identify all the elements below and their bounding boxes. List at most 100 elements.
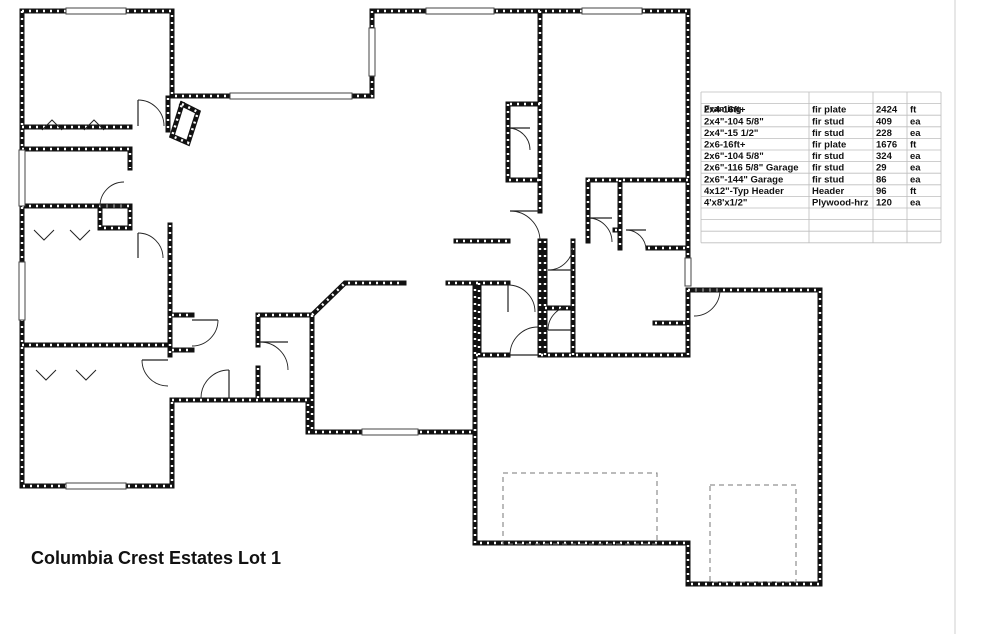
wall-layer xyxy=(19,8,823,587)
schedule-cell-item: 2x6"-116 5/8" Garage xyxy=(704,163,799,174)
stud-hatching xyxy=(22,204,132,230)
schedule-cell-item: 2x6-16ft+ xyxy=(704,140,746,151)
stud-hatching xyxy=(22,147,132,168)
schedule-cell-item: 2x4"-104 5/8" xyxy=(704,116,764,127)
interior-wall xyxy=(19,203,133,231)
bifold-door xyxy=(83,119,105,131)
schedule-row: 2x6"-104 5/8" fir stud 324 ea xyxy=(704,151,921,162)
door-layer xyxy=(99,99,721,399)
stud-hatching xyxy=(172,285,477,434)
schedule-cell-material: fir plate xyxy=(812,105,846,116)
schedule-cell-qty: 2424 xyxy=(876,105,898,116)
garage-parking-outline xyxy=(502,472,658,545)
schedule-cell-unit: ft xyxy=(910,186,917,197)
schedule-cell-material: fir stud xyxy=(812,163,844,174)
schedule-row: 2x6"-116 5/8" Garage fir stud 29 ea xyxy=(704,163,921,174)
bifold-door xyxy=(75,369,97,381)
plan-title: Columbia Crest Estates Lot 1 xyxy=(31,548,282,568)
stud-hatching xyxy=(506,104,540,182)
bifold-door xyxy=(35,369,57,381)
schedule-cell-unit: ea xyxy=(910,151,921,162)
schedule-cell-unit: ft xyxy=(910,105,917,116)
schedule-cell-unit: ea xyxy=(910,128,921,139)
schedule-cell-qty: 1676 xyxy=(876,140,897,151)
stud-hatching xyxy=(540,290,690,357)
schedule-rows: 2x4-16ft+ fir plate 2424 ft 2x4"-104 5/8" fir… xyxy=(704,105,921,209)
schedule-cell-unit: ea xyxy=(910,116,921,127)
interior-wall xyxy=(505,101,543,183)
schedule-heading: Framing xyxy=(704,104,742,115)
door-swing xyxy=(141,359,169,387)
door-swing xyxy=(191,319,219,347)
bifold-door xyxy=(41,119,63,131)
schedule-row: 2x4-16ft+ fir plate 2424 ft xyxy=(704,105,917,116)
window xyxy=(361,428,419,436)
door-swing xyxy=(200,369,230,399)
schedule-cell-material: fir stud xyxy=(812,151,844,162)
window xyxy=(65,482,127,490)
schedule-cell-item: 4'x8'x1/2" xyxy=(704,198,747,209)
door-swing xyxy=(693,289,721,317)
window xyxy=(18,261,26,321)
schedule-row: 4'x8'x1/2" Plywood-hrz 120 ea xyxy=(704,198,921,209)
schedule-row: 4x12"-Typ Header Header 96 ft xyxy=(704,186,917,197)
schedule-row: 2x4"-104 5/8" fir stud 409 ea xyxy=(704,116,921,127)
door-swing xyxy=(137,99,165,127)
stud-hatching xyxy=(22,9,690,255)
garage-wall xyxy=(472,287,823,587)
door-swing xyxy=(509,326,539,356)
schedule-cell-material: fir plate xyxy=(812,140,846,151)
window xyxy=(684,257,692,287)
schedule-cell-material: Header xyxy=(812,186,845,197)
window xyxy=(425,7,495,15)
window xyxy=(18,149,26,207)
schedule-cell-unit: ea xyxy=(910,163,921,174)
interior-wall xyxy=(19,146,133,171)
schedule-cell-material: fir stud xyxy=(812,128,844,139)
schedule-cell-qty: 228 xyxy=(876,128,892,139)
window xyxy=(229,92,353,100)
bifold-door xyxy=(33,229,55,241)
door-swing xyxy=(259,341,289,371)
door-swing xyxy=(137,232,164,259)
schedule-cell-unit: ea xyxy=(910,198,921,209)
exterior-wall-west xyxy=(19,8,175,489)
schedule-cell-qty: 29 xyxy=(876,163,887,174)
schedule-cell-qty: 409 xyxy=(876,116,892,127)
schedule-grid xyxy=(700,91,942,244)
schedule-cell-qty: 86 xyxy=(876,174,887,185)
schedule-cell-qty: 120 xyxy=(876,198,892,209)
schedule-cell-material: fir stud xyxy=(812,174,844,185)
window xyxy=(368,27,376,77)
door-swing xyxy=(547,244,574,271)
bifold-door-layer xyxy=(33,119,105,381)
stud-hatching xyxy=(473,288,822,586)
stud-hatching xyxy=(20,11,174,488)
door-swing xyxy=(587,217,613,243)
schedule-cell-item: 2x4-16ft+ xyxy=(704,105,746,116)
door-swing xyxy=(99,181,125,207)
stud-hatching xyxy=(170,102,200,145)
schedule-cell-item: 4x12"-Typ Header xyxy=(704,186,784,197)
window-layer xyxy=(18,7,692,490)
window xyxy=(581,7,643,15)
schedule-cell-item: 2x6"-144" Garage xyxy=(704,174,783,185)
schedule-cell-material: Plywood-hrz xyxy=(812,198,869,209)
schedule-cell-material: fir stud xyxy=(812,116,844,127)
stud-hatching xyxy=(311,281,404,316)
door-swing xyxy=(507,284,536,313)
schedule-cell-qty: 96 xyxy=(876,186,887,197)
door-swing xyxy=(547,305,573,331)
schedule-cell-item: 2x6"-104 5/8" xyxy=(704,151,764,162)
garage-parking-outline xyxy=(709,484,797,583)
bifold-door xyxy=(69,229,91,241)
interior-wall xyxy=(308,280,407,319)
door-swing xyxy=(507,127,531,151)
schedule-cell-qty: 324 xyxy=(876,151,893,162)
door-swing xyxy=(625,229,647,251)
